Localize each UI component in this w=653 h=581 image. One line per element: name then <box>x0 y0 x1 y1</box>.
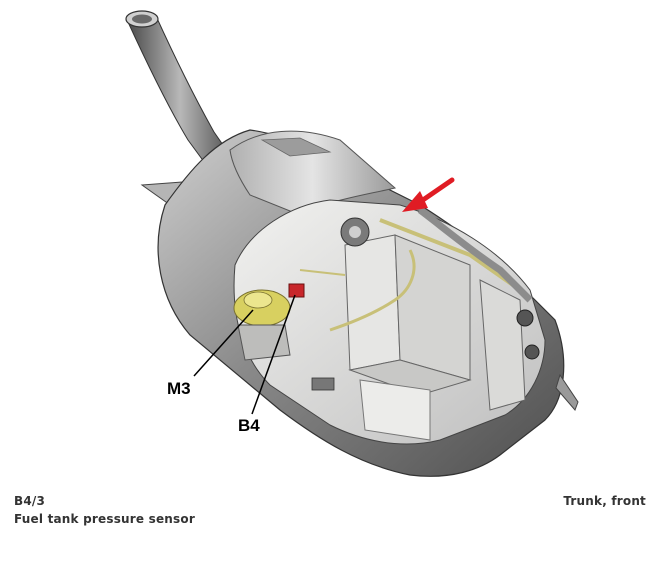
component-code: B4/3 <box>14 494 46 508</box>
tank-top <box>229 130 397 216</box>
mounting-tab-right <box>555 373 579 411</box>
b4-leader-line <box>251 294 296 415</box>
pressure-sensor-b4 <box>288 283 305 298</box>
filler-neck <box>125 10 233 171</box>
red-arrow-icon <box>402 177 455 212</box>
component-location: Trunk, front <box>563 494 646 508</box>
fuel-tank-illustration <box>125 10 579 477</box>
fuel-pump-m3 <box>233 289 291 361</box>
m3-leader-line <box>193 309 254 377</box>
component-name: Fuel tank pressure sensor <box>14 512 195 526</box>
callout-m3: M3 <box>167 379 191 398</box>
callout-b4: B4 <box>238 416 260 435</box>
